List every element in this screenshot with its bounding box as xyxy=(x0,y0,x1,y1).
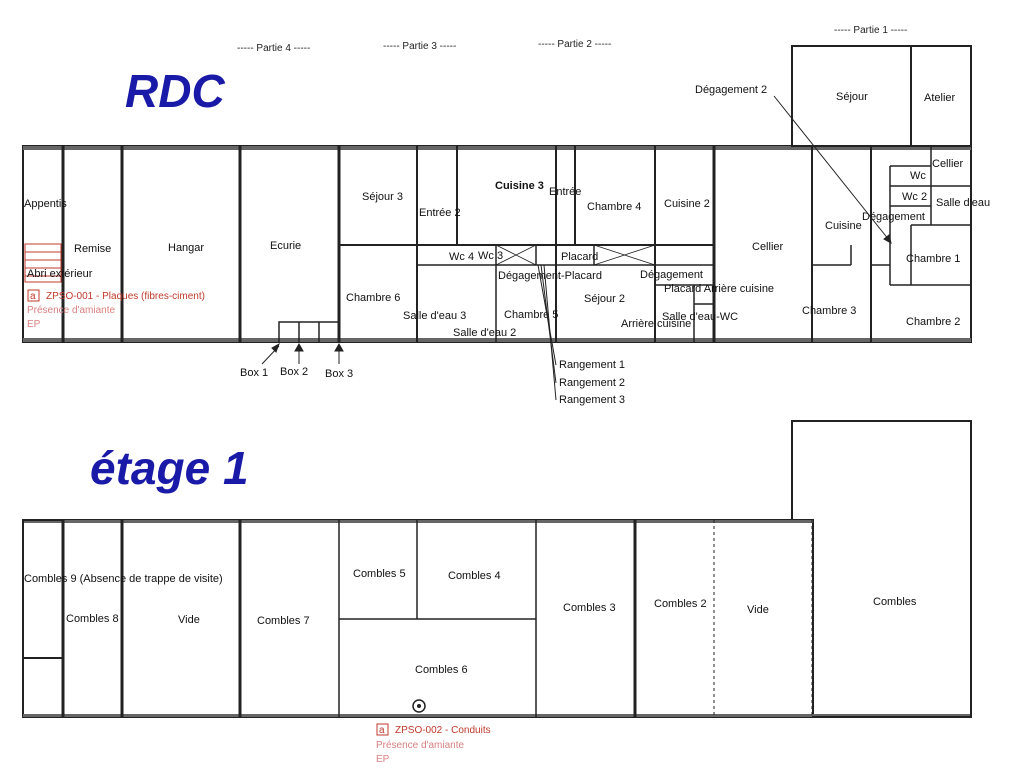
room-hangar: Hangar xyxy=(168,242,204,254)
room-combles2: Combles 2 xyxy=(654,598,707,610)
room-sde3: Salle d'eau 3 xyxy=(403,310,466,322)
room-placard: Placard xyxy=(561,251,598,263)
room-combles6: Combles 6 xyxy=(415,664,468,676)
room-combles: Combles xyxy=(873,596,917,608)
callout-box2: Box 2 xyxy=(280,366,308,378)
room-chambre1: Chambre 1 xyxy=(906,253,960,265)
marker-line3: EP xyxy=(376,754,390,765)
room-ecurie: Ecurie xyxy=(270,240,301,252)
room-sde2: Salle d'eau 2 xyxy=(453,327,516,339)
marker-line3: EP xyxy=(27,319,41,330)
room-abri: Abri extérieur xyxy=(27,268,93,280)
room-entree2: Entrée 2 xyxy=(419,207,461,219)
room-cellier: Cellier xyxy=(752,241,784,253)
room-wc4: Wc 4 xyxy=(449,251,474,263)
partie-3-label: ----- Partie 3 ----- xyxy=(383,41,456,52)
room-chambre2: Chambre 2 xyxy=(906,316,960,328)
marker-line2: Présence d'amiante xyxy=(27,305,116,316)
room-chambre6: Chambre 6 xyxy=(346,292,400,304)
room-sdewc: Salle d'eau-WC xyxy=(662,311,738,323)
room-combles9: Combles 9 (Absence de trappe de visite) xyxy=(24,573,223,585)
room-chambre3: Chambre 3 xyxy=(802,305,856,317)
asbestos-badge-icon xyxy=(27,289,40,302)
room-vide2: Vide xyxy=(747,604,769,616)
marker-code: ZPSO-001 - Plaques (fibres-ciment) xyxy=(46,291,205,302)
room-wc: Wc xyxy=(910,170,926,182)
room-entree: Entrée xyxy=(549,186,581,198)
room-cuisine: Cuisine xyxy=(825,220,862,232)
room-cuisine2: Cuisine 2 xyxy=(664,198,710,210)
room-atelier: Atelier xyxy=(924,92,956,104)
room-degagement: Dégagement xyxy=(640,269,703,281)
callout-rangement2: Rangement 2 xyxy=(559,377,625,389)
room-arriere: Arrière cuisine xyxy=(621,318,691,330)
marker-badge-letter: a xyxy=(30,291,36,302)
room-remise: Remise xyxy=(74,243,111,255)
room-appentis: Appentis xyxy=(24,198,67,210)
room-degagement1: Dégagement xyxy=(862,211,925,223)
etage-room-labels: Combles 9 (Absence de trappe de visite) … xyxy=(24,568,917,676)
marker-zpso-002[interactable]: a ZPSO-002 - Conduits Présence d'amiante… xyxy=(376,699,491,765)
room-combles5: Combles 5 xyxy=(353,568,406,580)
rdc-room-labels: Appentis Remise Abri extérieur Hangar Ec… xyxy=(24,91,990,339)
rdc-title: RDC xyxy=(125,65,225,117)
etage-walls xyxy=(22,420,972,718)
etage-title: étage 1 xyxy=(90,442,249,494)
room-cellier1: Cellier xyxy=(932,158,964,170)
room-chambre5: Chambre 5 xyxy=(504,309,558,321)
marker-line2: Présence d'amiante xyxy=(376,740,465,751)
conduit-target-icon xyxy=(412,699,426,713)
callout-box1: Box 1 xyxy=(240,367,268,379)
marker-code: ZPSO-002 - Conduits xyxy=(395,725,491,736)
room-combles3: Combles 3 xyxy=(563,602,616,614)
room-sejour: Séjour xyxy=(836,91,868,103)
room-wc2: Wc 2 xyxy=(902,191,927,203)
callout-rangement3: Rangement 3 xyxy=(559,394,625,406)
room-sde: Salle d'eau xyxy=(936,197,990,209)
room-combles7: Combles 7 xyxy=(257,615,310,627)
room-chambre4: Chambre 4 xyxy=(587,201,641,213)
partie-2-label: ----- Partie 2 ----- xyxy=(538,39,611,50)
room-combles4: Combles 4 xyxy=(448,570,501,582)
marker-badge-letter: a xyxy=(379,725,385,736)
callout-rangement1: Rangement 1 xyxy=(559,359,625,371)
room-wc3: Wc 3 xyxy=(478,250,503,262)
room-combles8: Combles 8 xyxy=(66,613,119,625)
conduit-target-dot-icon xyxy=(417,704,421,708)
callout-degagement2: Dégagement 2 xyxy=(695,84,767,96)
callout-box3: Box 3 xyxy=(325,368,353,380)
room-sejour2: Séjour 2 xyxy=(584,293,625,305)
partie-1-label: ----- Partie 1 ----- xyxy=(834,25,907,36)
room-sejour3: Séjour 3 xyxy=(362,191,403,203)
room-cuisine3: Cuisine 3 xyxy=(495,180,544,192)
marker-zpso-001[interactable]: a ZPSO-001 - Plaques (fibres-ciment) Pré… xyxy=(27,289,205,330)
rdc-callouts xyxy=(261,95,892,401)
room-degplacard: Dégagement-Placard xyxy=(498,270,602,282)
room-vide1: Vide xyxy=(178,614,200,626)
rdc-walls xyxy=(22,45,972,343)
partie-4-label: ----- Partie 4 ----- xyxy=(237,43,310,54)
room-placard-ac: Placard Arrière cuisine xyxy=(664,283,774,295)
asbestos-badge-icon xyxy=(376,723,389,736)
